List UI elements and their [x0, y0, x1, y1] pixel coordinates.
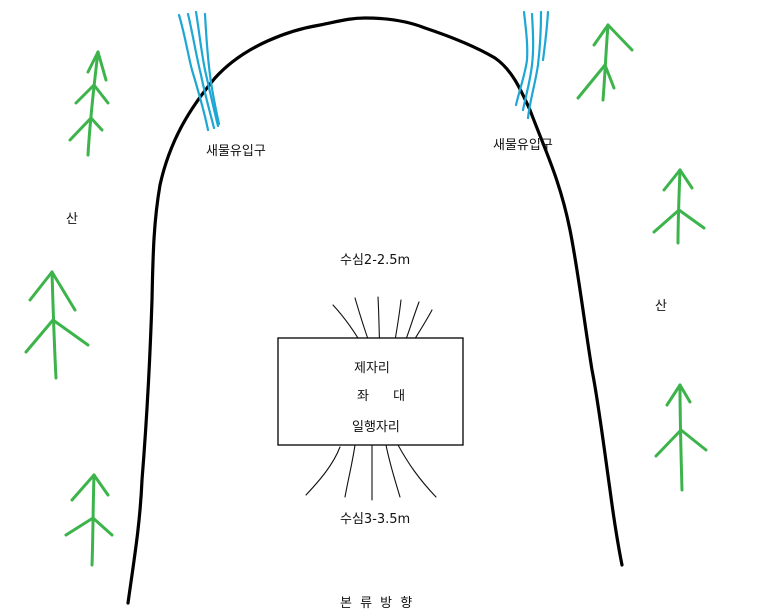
- flow-direction-label: 본 류 방 향: [340, 596, 414, 611]
- box-line3-label: 일행자리: [352, 419, 400, 435]
- box-line2-label: 좌 대: [357, 389, 415, 404]
- mountain-right-label: 산: [655, 299, 667, 314]
- tree-icon: [68, 50, 110, 157]
- tree-icon: [64, 473, 114, 567]
- inlet-left-label: 새물유입구: [206, 144, 266, 159]
- mountain-left-label: 산: [66, 212, 78, 227]
- water-stream-icon: [514, 10, 550, 120]
- depth-lines-bottom: [305, 444, 437, 501]
- tree-icon: [652, 168, 706, 245]
- tree-icon: [24, 270, 90, 380]
- tree-icon: [654, 383, 708, 492]
- box-line1-label: 제자리: [354, 361, 390, 376]
- bank-outline: [126, 16, 624, 605]
- tree-icon: [576, 23, 634, 102]
- inlet-right-label: 새물유입구: [493, 138, 553, 153]
- water-stream-icon: [177, 10, 221, 132]
- depth-bottom-label: 수심3-3.5m: [340, 512, 410, 527]
- seat-box: [277, 337, 464, 446]
- depth-top-label: 수심2-2.5m: [340, 253, 410, 268]
